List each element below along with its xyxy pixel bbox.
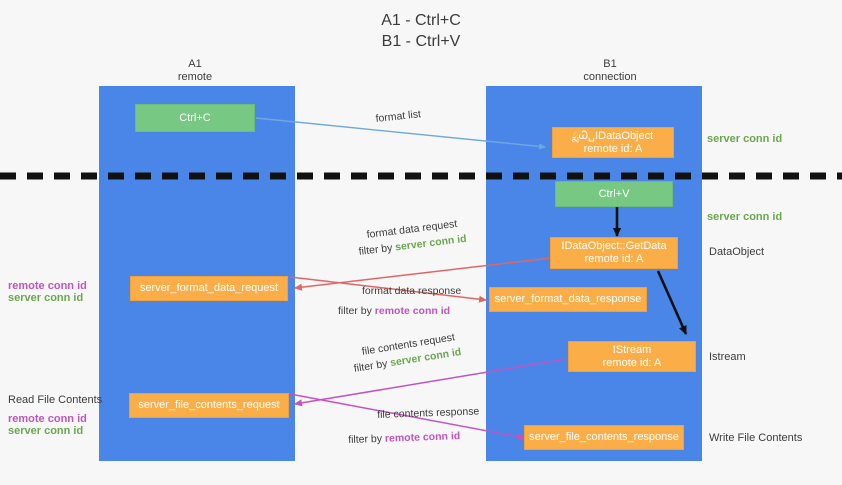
label-istream: Istream [709,351,746,363]
box-server-format-data-request-label: server_format_data_request [139,282,279,294]
label-server-conn-id-left-1: server conn id [8,292,84,304]
filter-prefix-3: filter by [353,357,392,375]
box-server-file-contents-request-label: server_file_contents_request [138,399,280,411]
filter-prefix-1: filter by [358,241,396,258]
label-server-conn-id-left-2: server conn id [8,425,84,437]
box-idataobject-getdata[interactable]: IDataObject::GetData remote id: A [550,237,678,269]
box-istream[interactable]: IStream remote id: A [568,341,696,372]
box-server-format-data-request[interactable]: server_format_data_request [130,276,288,301]
box-server-format-data-response[interactable]: server_format_data_response [489,287,647,312]
filter-prefix-4: filter by [348,432,386,446]
arrow-label-file-contents-response-filter: filter by remote conn id [348,430,460,447]
box-ctrl-c[interactable]: Ctrl+C [135,104,255,132]
box-ctrl-c-label: Ctrl+C [179,111,211,124]
arrow-label-file-contents-response: file contents response [377,405,480,421]
lane-b1-name: B1 [603,58,617,70]
label-server-conn-id-right-2: server conn id [707,211,783,223]
arrow-label-format-data-response: format data response [362,285,462,297]
lane-a1-name: A1 [188,58,202,70]
box-server-file-contents-response[interactable]: server_file_contents_response [524,425,684,450]
box-idataobject-line2: remote id: A [583,142,643,155]
label-read-file-contents: Read File Contents [8,394,103,406]
box-ctrl-v[interactable]: Ctrl+V [555,181,673,207]
lane-a1-sub: remote [177,71,213,83]
arrow-label-format-list: format list [375,108,422,125]
box-getdata-line2: remote id: A [584,253,644,265]
label-remote-conn-id-left-1: remote conn id [8,280,87,292]
label-dataobject: DataObject [709,246,765,258]
page-title-line1: A1 - Ctrl+C [381,12,461,29]
lane-b1-sub: connection [583,71,637,83]
box-server-file-contents-response-label: server_file_contents_response [529,431,679,443]
box-server-file-contents-request[interactable]: server_file_contents_request [129,393,289,418]
box-server-format-data-response-label: server_format_data_response [494,293,642,305]
arrow-label-format-data-response-filter: filter by remote conn id [338,305,450,318]
box-istream-line1: IStream [612,343,652,356]
box-idataobject-line1: ྨᏇ␣IDataObject [572,129,654,142]
box-idataobject[interactable]: ྨᏇ␣IDataObject remote id: A [552,127,674,158]
filter-prefix-2: filter by [338,305,375,317]
label-server-conn-id-right-1: server conn id [707,133,783,145]
box-getdata-line1: IDataObject::GetData [561,240,667,252]
label-remote-conn-id-left-2: remote conn id [8,413,87,425]
box-istream-line2: remote id: A [602,356,662,369]
filter-id-2: remote conn id [374,305,451,317]
page-title-line2: B1 - Ctrl+V [381,33,461,50]
box-ctrl-v-label: Ctrl+V [598,187,630,200]
label-write-file-contents: Write File Contents [709,432,803,444]
filter-id-4: remote conn id [384,430,461,445]
